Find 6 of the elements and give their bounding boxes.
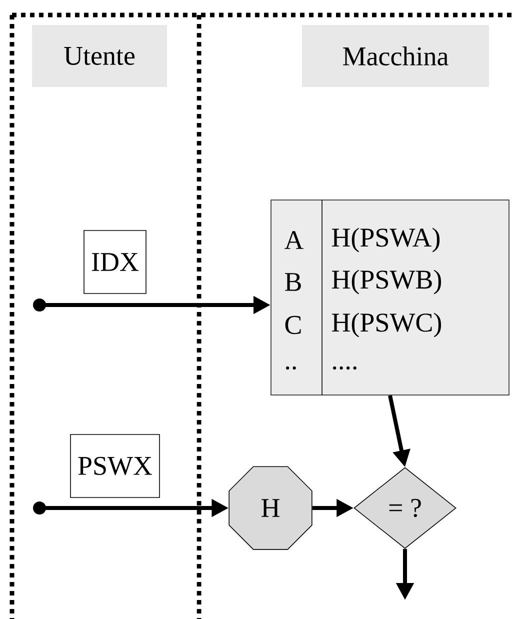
hash-octagon: H: [228, 466, 312, 550]
lane-header: Macchina: [302, 25, 489, 87]
lookup-table: A H(PSWA) B H(PSWB) C H(PSWC) .. ....: [270, 200, 510, 396]
lane-header: Utente: [32, 25, 167, 87]
edge-label: PSWX: [70, 434, 160, 498]
edge-label: IDX: [84, 230, 146, 294]
